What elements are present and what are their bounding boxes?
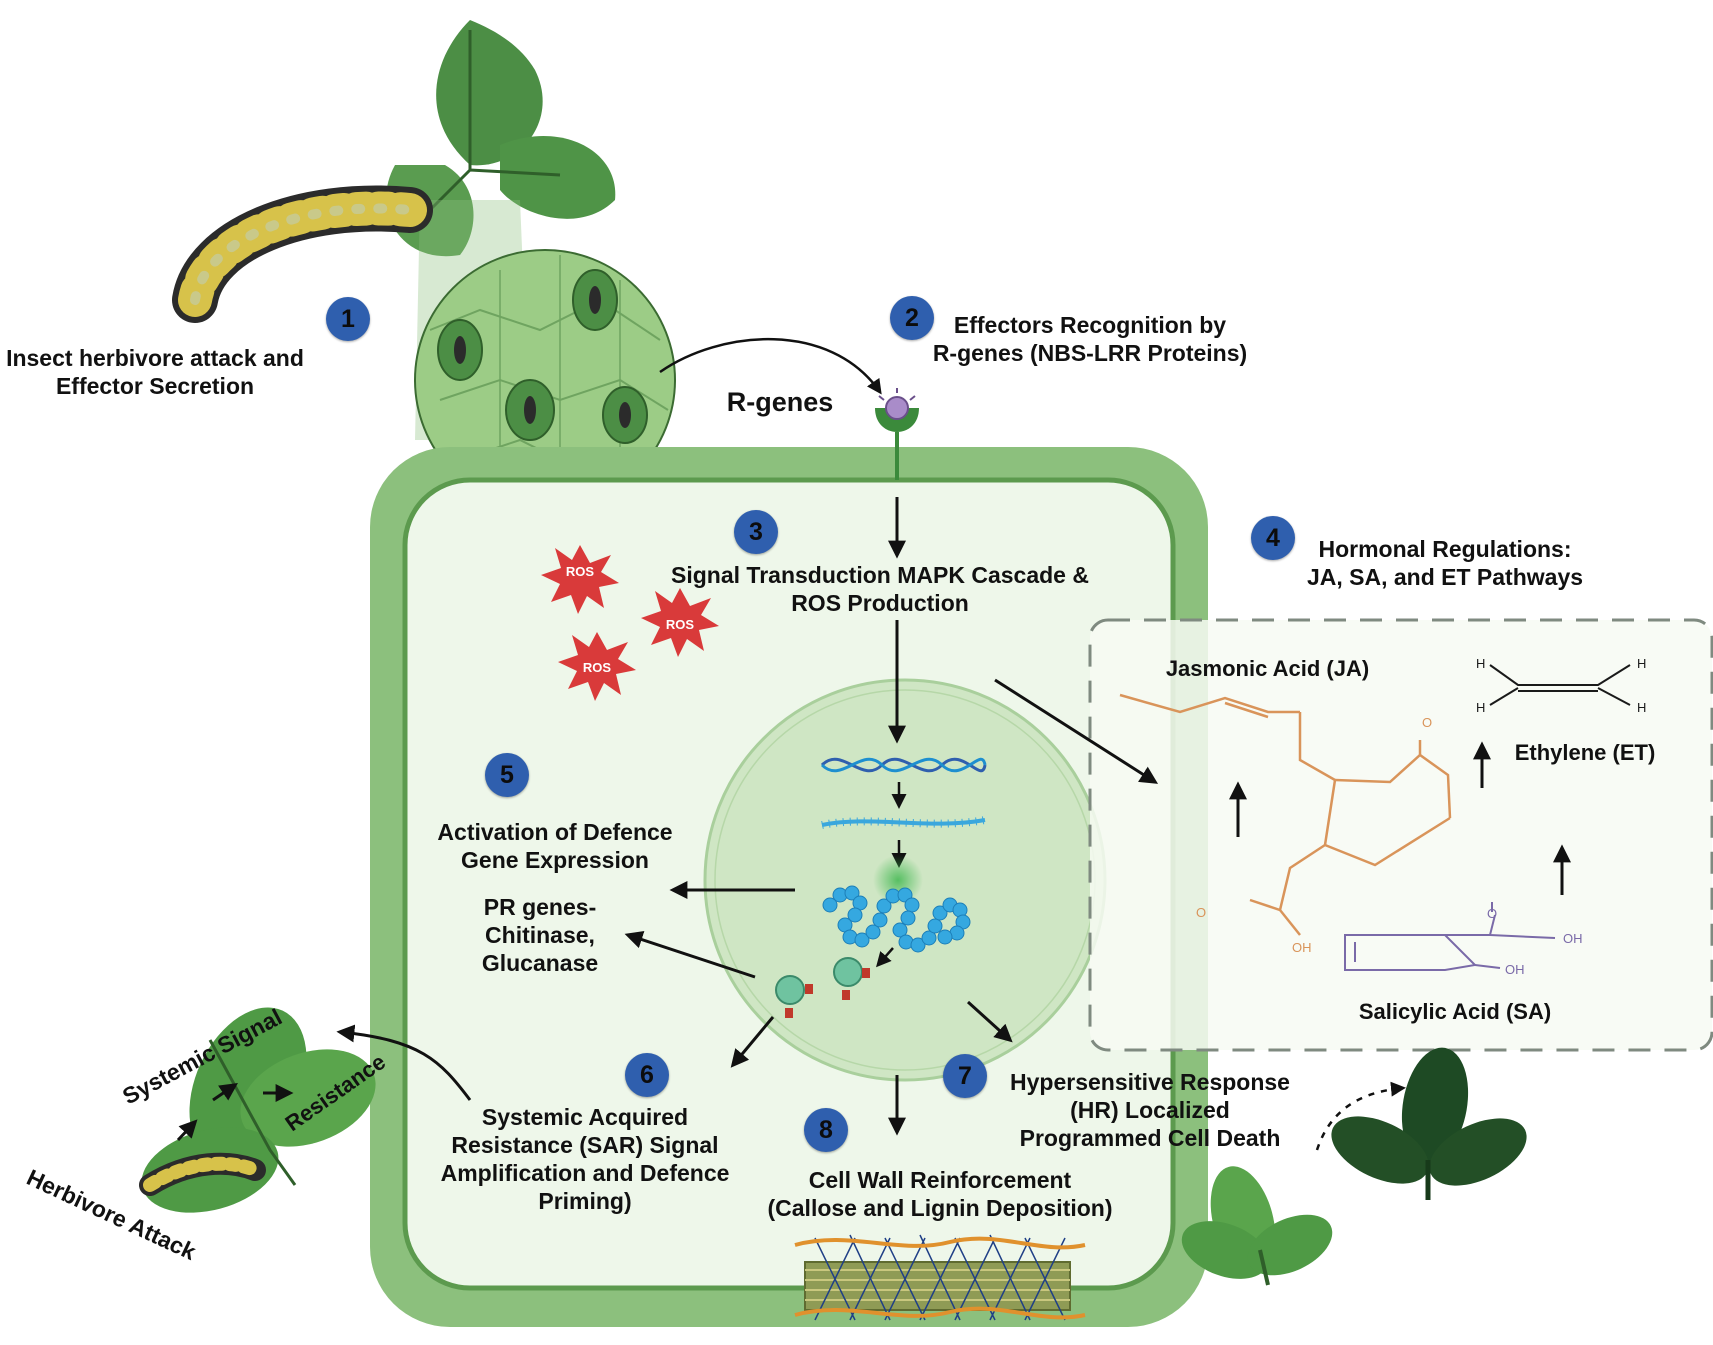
step-badge-4: 4 [1251,516,1295,560]
salicylic-acid-label: Salicylic Acid (SA) [1358,999,1552,1024]
hormone-panel [1088,618,1713,1052]
protein-chain-icon [822,885,971,953]
sa-oh-1: OH [1563,931,1583,946]
hr-to-plant-arrow [1315,1081,1406,1151]
step-6-label: Systemic Acquired Resistance (SAR) Signa… [440,1104,730,1215]
step-badge-8: 8 [804,1108,848,1152]
r-gene-receptor-icon [875,388,919,480]
step-7-label: Hypersensitive Response (HR) Localized P… [1010,1069,1290,1152]
sa-oh-2: OH [1505,962,1525,977]
step-badge-7: 7 [943,1054,987,1098]
mrna-strand-icon [821,816,986,829]
step-2-label: Effectors Recognition by R-genes (NBS-LR… [932,312,1248,367]
ros-label-2: ROS [666,617,695,632]
sa-o: O [1487,906,1497,921]
jasmonic-acid-label: Jasmonic Acid (JA) [1165,656,1370,681]
step-4-label: Hormonal Regulations: JA, SA, and ET Pat… [1306,536,1584,591]
ja-acid-oh: OH [1292,940,1312,955]
et-h-3: H [1476,700,1485,715]
jasmonic-acid-structure [1119,693,1452,936]
dna-helix-icon [820,757,987,773]
step-5-label: Activation of Defence Gene Expression [437,819,673,874]
salicylic-acid-structure [1344,902,1556,971]
step-badge-1: 1 [326,297,370,341]
ethylene-label: Ethylene (ET) [1514,740,1656,765]
tissue-to-receptor-arrow [659,337,882,395]
ros-label-3: ROS [583,660,612,675]
et-h-2: H [1637,656,1646,671]
ja-acid-o: O [1196,905,1206,920]
step-badge-3: 3 [734,510,778,554]
cell-wall-fibres-icon [794,1234,1086,1321]
ethylene-structure [1489,664,1631,706]
r-genes-label: R-genes [726,387,834,417]
flow-arrows [624,497,1571,1136]
systemic-small-arrows [176,1082,294,1142]
ja-carbonyl-o: O [1422,715,1432,730]
resistant-plant-icon [1181,1166,1333,1286]
pr-genes-label: PR genes- Chitinase, Glucanase [481,894,599,977]
ros-burst [541,545,719,701]
systemic-leaves [139,1007,376,1213]
et-h-4: H [1637,700,1646,715]
step-badge-5: 5 [485,753,529,797]
step-badge-2: 2 [890,296,934,340]
et-h-1: H [1476,656,1485,671]
healthy-plant-icon [1331,1047,1527,1200]
step-3-label: Signal Transduction MAPK Cascade & ROS P… [671,562,1089,617]
pr-protein-icon [775,957,870,1018]
ros-label-1: ROS [566,564,595,579]
step-1-label: Insect herbivore attack and Effector Sec… [6,345,304,400]
caterpillar-icon [172,185,433,323]
step-8-label: Cell Wall Reinforcement (Callose and Lig… [767,1167,1113,1222]
sar-systemic-arrow [336,1024,472,1101]
step-badge-6: 6 [625,1053,669,1097]
